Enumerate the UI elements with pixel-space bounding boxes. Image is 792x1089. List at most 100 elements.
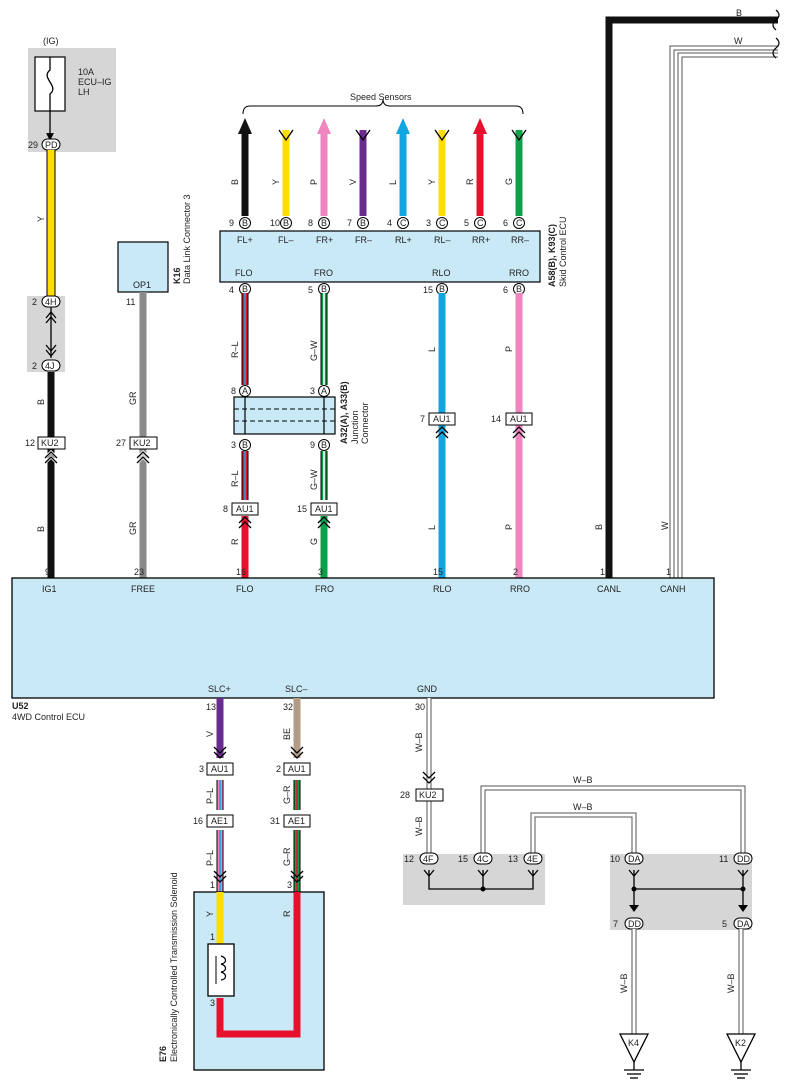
slc-minus-wire: BE G–R G–R [282,698,301,893]
pin-number: 30 [415,702,425,712]
wire-label-p: P [504,524,514,530]
pin-number: 11 [126,297,135,307]
pin-label: GND [417,684,438,694]
pin-connector: C [516,218,523,228]
speed-sensor-wire-fr-minus: V [348,129,371,216]
wire-label-gr2: G–R [282,785,292,804]
coil-icon [220,955,227,981]
pin-number: 13 [206,702,216,712]
speed-sensor-wire-rl-minus: Y [427,129,450,216]
pin-label: FRO [314,268,333,278]
wire-label: R [465,178,475,185]
wire-label-y: Y [36,216,46,222]
pin-number: 1 [666,567,671,577]
e76-name: Electronically Controlled Transmission S… [169,872,179,1062]
pin-label: FL– [278,235,294,245]
pin-label: RR– [511,235,529,245]
junction-connector: 8 A 3 A 3 B 9 B A32(A), A33(B) Junction … [231,381,370,451]
svg-text:K4: K4 [628,1038,639,1048]
wire-label-r: R [230,538,240,545]
speed-sensor-wire-fr-plus: P [309,118,331,216]
svg-text:27: 27 [116,438,126,448]
pin-connector: 4F [423,854,434,864]
pin-label: CANH [660,584,686,594]
ground-k4: K4 [618,1033,650,1079]
svg-text:3: 3 [210,998,215,1008]
pin-number: 15 [458,854,468,864]
svg-text:AU1: AU1 [288,764,306,774]
u52-pin-slc+: SLC+13 [206,684,231,712]
wire-label-wb: W–B [573,775,593,785]
svg-text:B: B [242,440,248,450]
pin-label: FREE [131,584,155,594]
wire-label-pl: P–L [205,788,215,804]
wire-label-l: L [427,347,437,352]
connector-4h: 2 4H [32,295,61,324]
pin-label: FR– [355,235,372,245]
pin-number: 5 [308,285,313,295]
jb-pin-da: 10 DA [610,852,644,878]
pin-number: 16 [236,567,246,577]
wire-label-r: R [282,910,292,917]
wire-label-b: B [594,524,604,530]
svg-text:A: A [242,386,248,396]
pin-connector: B [242,284,248,294]
wire-label-wb: W–B [573,802,593,812]
pin-number: 9 [45,567,50,577]
wire-label-wb: W–B [414,816,424,836]
pin-number: 13 [508,854,518,864]
pin-connector: B [321,284,327,294]
svg-text:12: 12 [25,438,35,448]
pin-label: CANL [597,584,621,594]
wire-label-rl: R–L [230,470,240,487]
wire-label: Y [427,179,437,185]
connector-au1-fro: 15 AU1 [297,502,338,529]
ig-label: (IG) [43,36,59,46]
svg-text:KU2: KU2 [41,438,59,448]
wire-label-wb: W–B [726,973,736,993]
pin-connector: B [439,284,445,294]
pin-label: RL+ [395,235,412,245]
ig1-wire: Y B B [27,150,65,578]
connector-pd: PD [45,140,58,150]
pin-label: IG1 [42,584,57,594]
rro-wire: P P [504,293,523,578]
fuse-name-2: LH [78,87,90,97]
svg-text:3: 3 [310,386,315,396]
u52-pin-slc–: SLC–32 [283,684,308,712]
pin-label: RRO [510,584,530,594]
wire-label-b: B [36,526,46,532]
pin-connector: C [477,218,484,228]
wire-label-gr: GR [128,521,138,535]
can-bus: B W B W [594,8,780,578]
wire-label: L [388,180,398,185]
connector-ae1-slc: 16 AE1 31 AE1 [193,814,311,883]
pin-connector: DA [628,854,641,864]
wire-label-v: V [205,731,215,737]
slc-plus-wire: V P–L P–L [205,698,224,893]
pin-number: 6 [503,285,508,295]
svg-text:1: 1 [210,880,215,890]
e76-id: E76 [158,1046,168,1062]
fuse-amp: 10A [78,67,94,77]
k16-name: Data Link Connector 3 [182,194,192,284]
pin-connector: DA [737,919,750,929]
speed-sensor-wire-fl-plus: B [230,118,252,216]
wire-label-wb: W–B [619,973,629,993]
pin-number: 10 [610,854,620,864]
svg-text:15: 15 [297,504,307,514]
pin-label: RL– [434,235,451,245]
connector-ku2-ig: 12 KU2 [25,436,66,465]
svg-text:KU2: KU2 [133,438,151,448]
svg-text:A: A [321,386,327,396]
